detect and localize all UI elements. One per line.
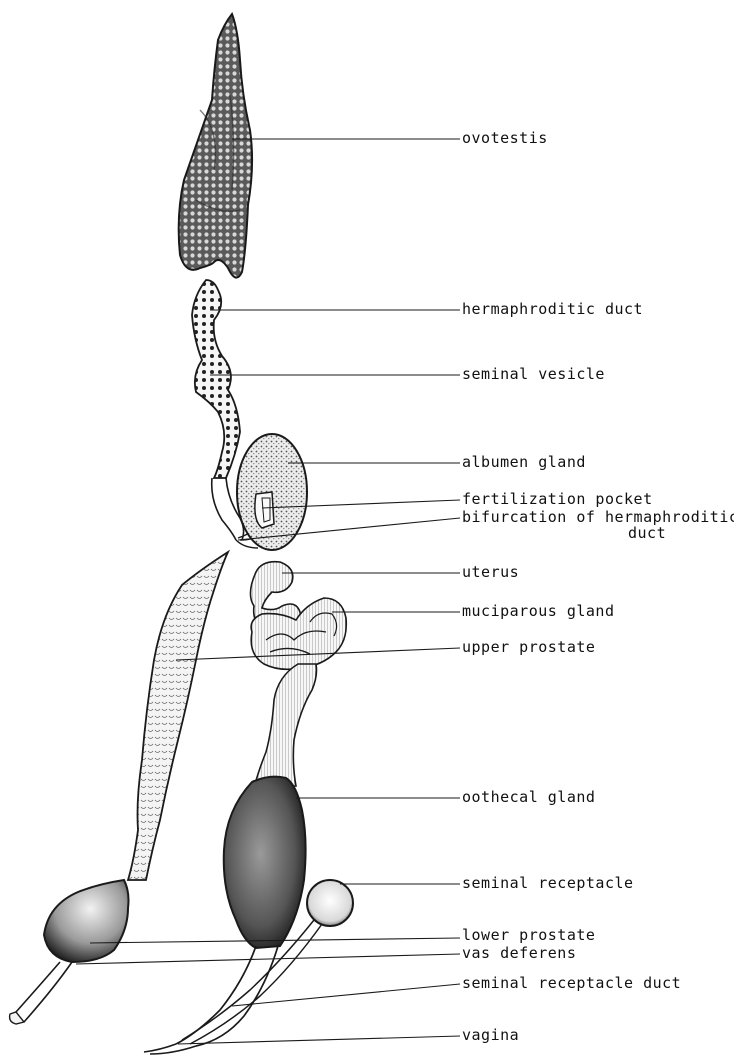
label-muciparous-gland: muciparous gland <box>462 604 615 619</box>
label-vas-deferens: vas deferens <box>462 946 576 961</box>
label-bifurcation-line1: bifurcation of hermaphroditic <box>462 510 734 525</box>
fertilization-pocket-organ <box>255 492 274 528</box>
lower-prostate-organ <box>44 880 129 962</box>
label-seminal-receptacle-duct: seminal receptacle duct <box>462 976 681 991</box>
label-vagina: vagina <box>462 1028 519 1043</box>
label-upper-prostate: upper prostate <box>462 640 595 655</box>
label-seminal-vesicle: seminal vesicle <box>462 367 605 382</box>
oviduct <box>254 664 317 788</box>
label-uterus: uterus <box>462 565 519 580</box>
label-ovotestis: ovotestis <box>462 131 548 146</box>
label-lower-prostate: lower prostate <box>462 928 595 943</box>
seminal-receptacle-organ <box>307 880 353 926</box>
vas-deferens-duct <box>16 962 72 1022</box>
label-hermaphroditic-duct: hermaphroditic duct <box>462 302 643 317</box>
label-fertilization-pocket: fertilization pocket <box>462 492 653 507</box>
vagina-organ <box>144 1044 196 1054</box>
label-albumen-gland: albumen gland <box>462 455 586 470</box>
label-bifurcation-line2: duct <box>628 526 666 541</box>
label-seminal-receptacle: seminal receptacle <box>462 876 634 891</box>
label-oothecal-gland: oothecal gland <box>462 790 595 805</box>
upper-prostate-organ <box>128 552 228 880</box>
oothecal-gland-organ <box>224 777 306 948</box>
